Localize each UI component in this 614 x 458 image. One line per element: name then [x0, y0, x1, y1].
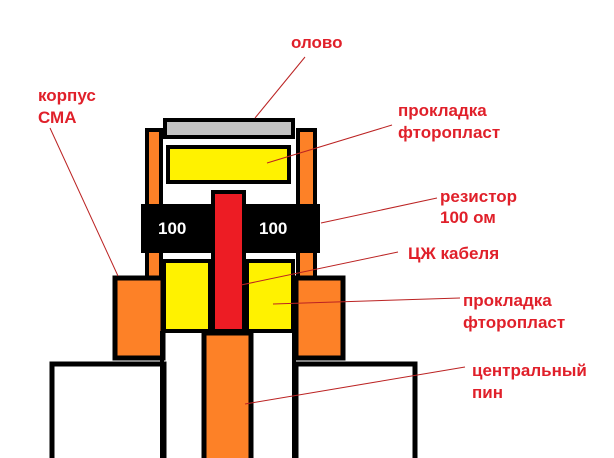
label-gasket-top-line1: прокладка — [398, 101, 487, 120]
label-pin-line2: пин — [472, 383, 503, 402]
label-gasket-bottom-line1: прокладка — [463, 291, 552, 310]
leader-pin — [244, 366, 466, 405]
label-resistor-line2: 100 ом — [440, 208, 496, 227]
left-body-block — [112, 275, 166, 361]
lower-gasket-right — [245, 259, 295, 333]
label-body-line2: СМА — [38, 108, 77, 127]
tin-cap — [163, 118, 295, 139]
leader-core — [240, 251, 399, 286]
label-gasket-bottom-line2: фторопласт — [463, 313, 565, 332]
leader-tin — [254, 56, 306, 119]
leader-lines — [49, 56, 466, 405]
label-pin-line1: центральный — [472, 361, 587, 380]
leader-gasket-bottom — [272, 297, 461, 305]
label-gasket-top-line2: фторопласт — [398, 123, 500, 142]
leader-resistor — [320, 197, 438, 224]
resistor-right-value: 100 — [259, 219, 287, 238]
cable-core — [211, 190, 246, 333]
label-core: ЦЖ кабеля — [408, 244, 499, 263]
right-body-block — [293, 275, 346, 361]
lower-gasket-left — [162, 259, 212, 333]
label-tin: олово — [291, 33, 343, 52]
leader-body — [49, 127, 119, 277]
top-gasket — [166, 145, 291, 184]
left-base-block — [49, 361, 167, 458]
resistor-left-value: 100 — [158, 219, 186, 238]
central-pin — [201, 330, 254, 458]
label-body-line1: корпус — [38, 86, 96, 105]
label-resistor-line1: резистор — [440, 187, 517, 206]
leader-gasket-top — [266, 124, 393, 164]
